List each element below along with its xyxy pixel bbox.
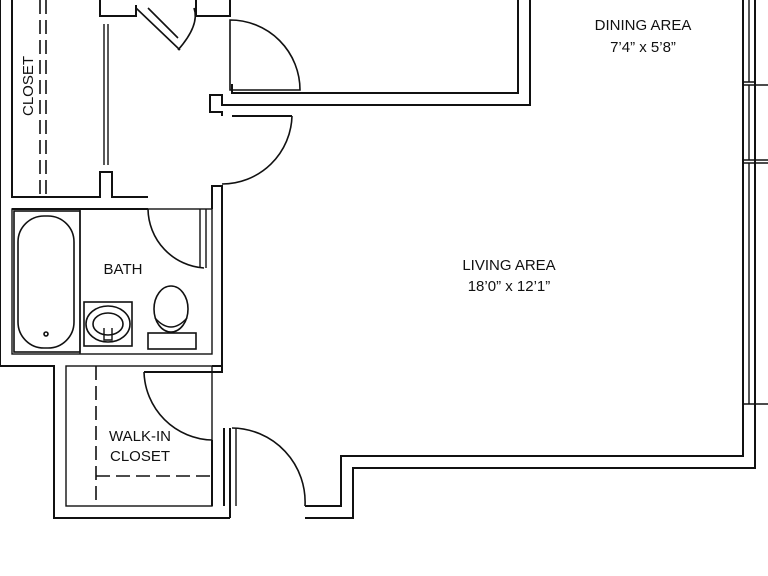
left-wall-inner [11, 0, 148, 198]
bath-room-outline [11, 208, 213, 355]
walkin-closet [65, 365, 306, 518]
dining-wall-outer [209, 0, 531, 116]
sink-bowl [92, 312, 124, 336]
living-area-label: LIVING AREA [462, 257, 555, 274]
closet-rods [39, 0, 47, 197]
walkin-label-line1: WALK-IN [109, 428, 171, 445]
bathroom [11, 185, 223, 367]
walkin-outline [65, 365, 213, 507]
window-bottom [743, 162, 768, 405]
hall-door-swing [229, 19, 301, 91]
entry-bottom-wall-inner [305, 0, 744, 507]
dining-area-size: 7’4” x 5’8” [610, 39, 676, 56]
bathtub-basin [17, 215, 75, 349]
exterior-walls [0, 0, 768, 519]
walkin-door-swing [143, 371, 213, 441]
walkin-label-line2: CLOSET [110, 448, 170, 465]
dining-area-label: DINING AREA [595, 17, 692, 34]
toilet-tank [147, 332, 197, 350]
window-mid [743, 84, 768, 161]
entry-bottom-wall [305, 0, 756, 519]
walkin-right-wall [144, 365, 231, 518]
toilet-seat [154, 317, 188, 328]
bath-inner-right [199, 209, 207, 268]
hall-top-right [195, 0, 231, 17]
bath-label: BATH [104, 261, 143, 278]
bath-door-swing [147, 208, 205, 269]
dining-walls [209, 0, 531, 117]
toilet-bowl [153, 285, 189, 333]
living-area-size: 18’0” x 12’1” [468, 278, 551, 295]
dining-wall-inner [231, 0, 519, 94]
window-top [743, 0, 755, 83]
sink-faucet [103, 328, 113, 341]
hall-divider [103, 24, 109, 165]
bathtub-drain [43, 331, 49, 337]
hall-top-left [99, 0, 137, 17]
hall-door-swing-2 [221, 115, 293, 185]
left-wall [0, 0, 230, 519]
closet-label: CLOSET [20, 56, 37, 116]
entry-door-swing [231, 427, 306, 507]
hall-walls [99, 0, 301, 185]
closet-swing-door [135, 7, 197, 51]
